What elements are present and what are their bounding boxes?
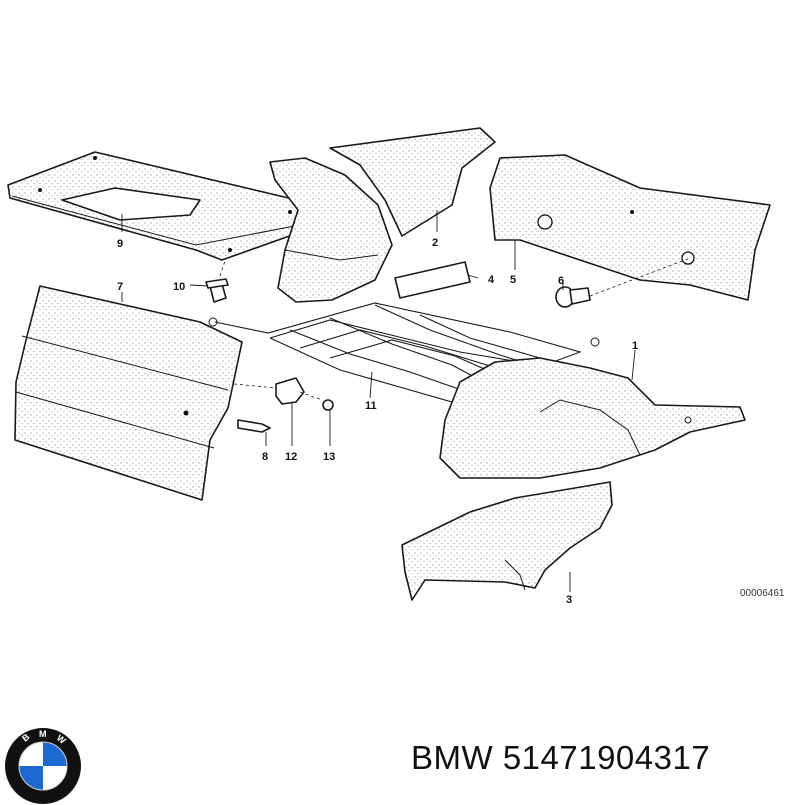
svg-text:M: M — [39, 729, 47, 739]
callout-4: 4 — [488, 274, 495, 286]
callout-12: 12 — [285, 451, 297, 463]
callout-6: 6 — [558, 275, 564, 287]
part-6-clip — [555, 286, 591, 308]
callout-11: 11 — [365, 400, 377, 412]
drawing-code: 00006461 — [740, 588, 785, 599]
callout-8: 8 — [262, 451, 268, 463]
part-2-trim-upper — [269, 127, 496, 303]
callout-9: 9 — [117, 238, 123, 250]
part-11-cargo-net — [208, 302, 600, 403]
part-1-wheel-arch-trim — [439, 357, 746, 479]
callout-3: 3 — [566, 594, 572, 606]
part-8-screw — [237, 419, 271, 433]
callout-13: 13 — [323, 451, 335, 463]
part-number-label: BMW 51471904317 — [411, 739, 711, 776]
callout-10: 10 — [173, 281, 185, 293]
callout-labels: 9 2 4 5 6 10 7 1 11 8 12 13 3 — [117, 237, 638, 606]
callout-2: 2 — [432, 237, 438, 249]
part-7-rear-panel — [14, 285, 243, 501]
part-4-bracket — [394, 261, 471, 299]
part-3-lower-trim — [401, 481, 613, 601]
bmw-logo: B M W — [5, 728, 81, 804]
part-9-floor-panel — [7, 151, 333, 261]
part-12-bracket — [275, 377, 305, 405]
svg-text:B: B — [20, 731, 32, 743]
callout-5: 5 — [510, 274, 516, 286]
part-13-nut — [322, 399, 334, 411]
leader-lines — [121, 210, 636, 592]
part-10-clip — [205, 278, 229, 303]
part-5-side-panel — [489, 154, 771, 301]
callout-1: 1 — [632, 340, 638, 352]
callout-7: 7 — [117, 281, 123, 293]
